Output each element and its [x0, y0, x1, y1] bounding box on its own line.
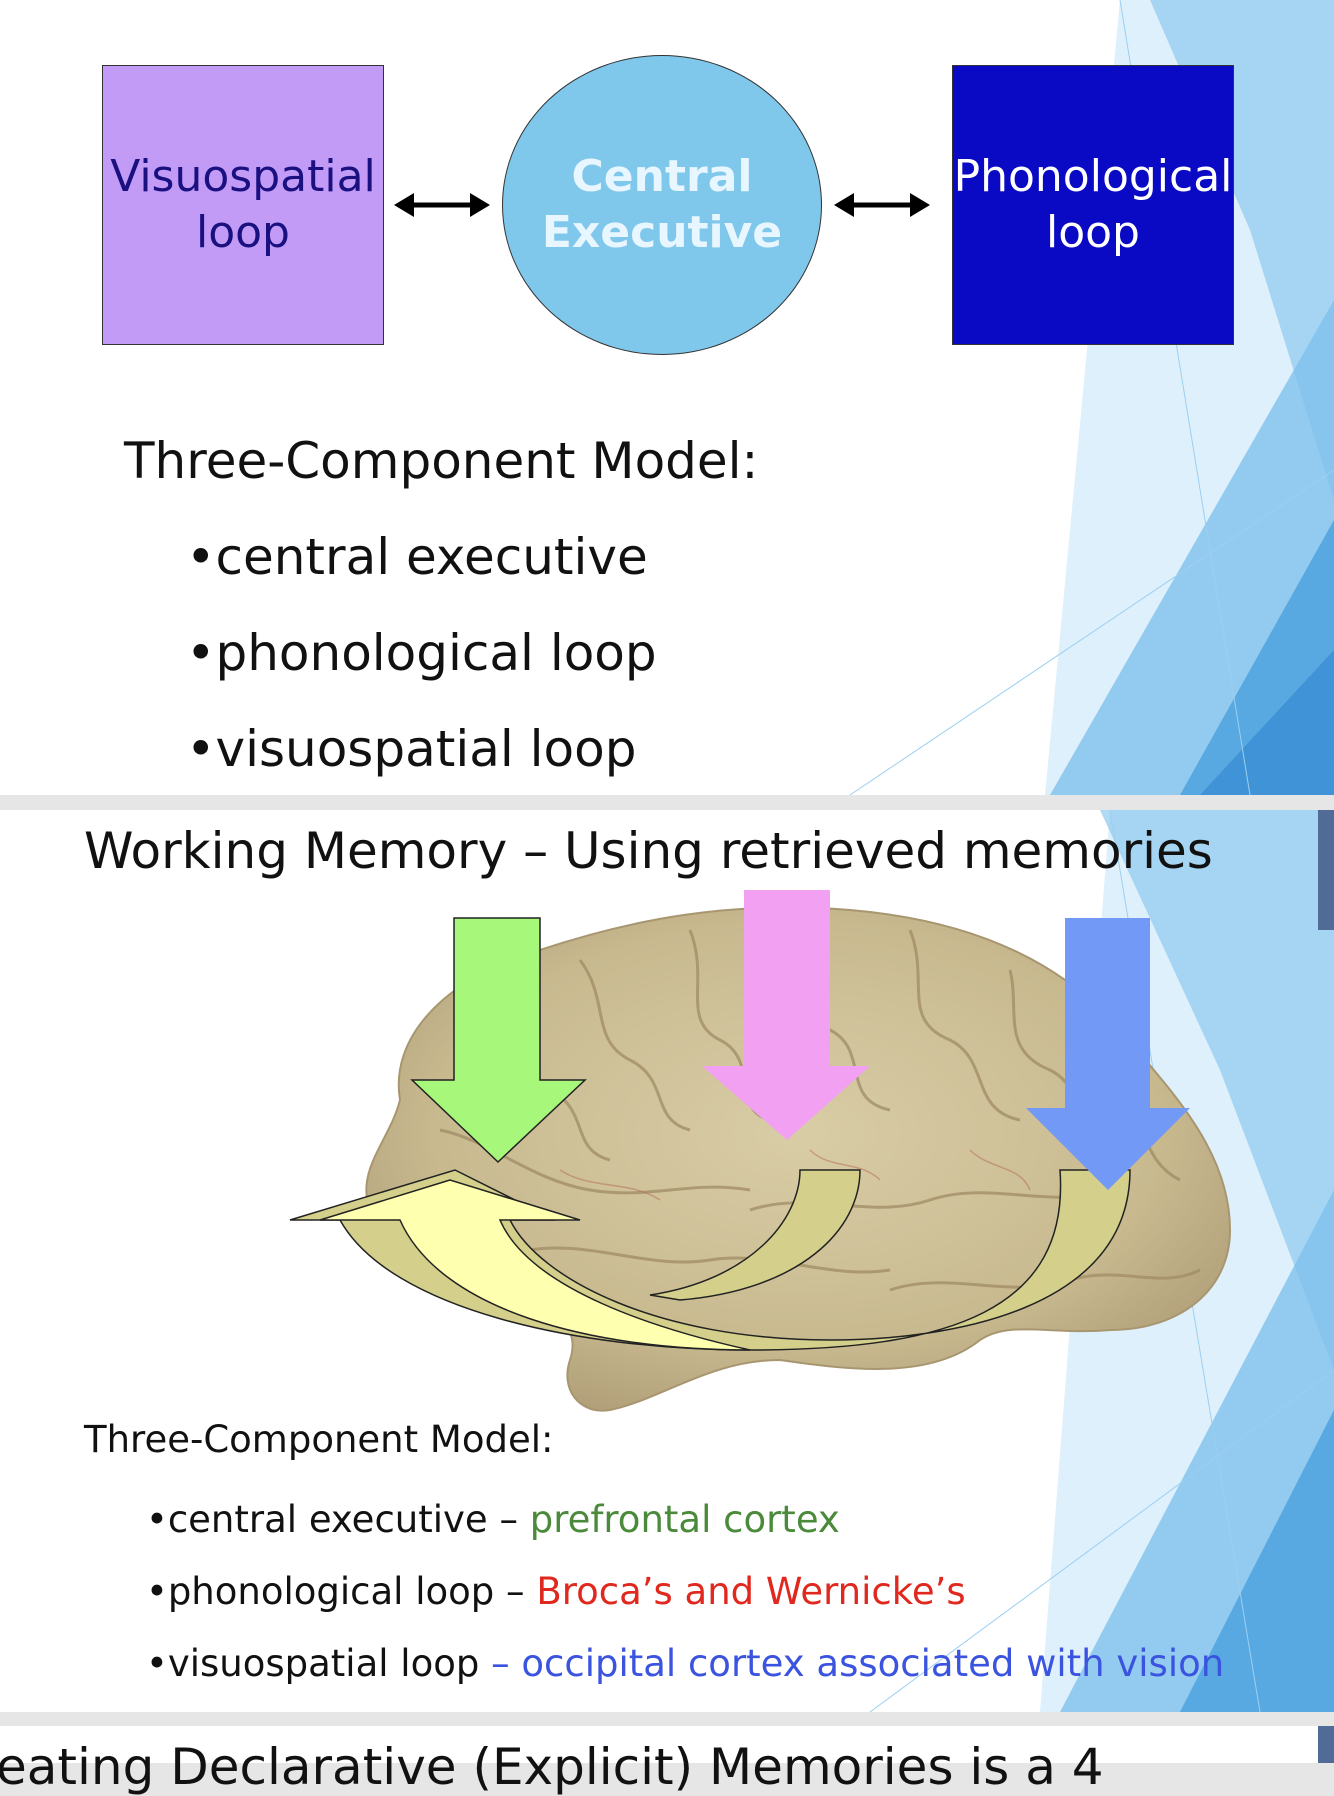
model-heading: Three-Component Model:	[124, 432, 759, 490]
bullet-visuospatial-loop: •visuospatial loop	[186, 720, 637, 778]
double-arrow-icon	[834, 193, 930, 217]
pink-arrow	[702, 890, 870, 1140]
bullet-phonological-loop: •phonological loop	[186, 624, 657, 682]
phonological-loop-box: Phonological loop	[952, 65, 1234, 345]
slide-2: Working Memory – Using retrieved memorie…	[0, 809, 1334, 1713]
slide-title: eating Declarative (Explicit) Memories i…	[0, 1738, 1104, 1796]
brain-diagram	[289, 890, 1232, 1412]
bullet-dash: –	[494, 1570, 537, 1613]
visuospatial-loop-box: Visuospatial loop	[102, 65, 384, 345]
slide-title: Working Memory – Using retrieved memorie…	[84, 822, 1213, 880]
slide-3: eating Declarative (Explicit) Memories i…	[0, 1726, 1334, 1796]
slide-1: Visuospatial loop Central Executive Phon…	[0, 0, 1334, 796]
double-arrow-icon	[394, 193, 490, 217]
bullet-label: •phonological loop	[146, 1570, 495, 1613]
slide-3-decoration	[1318, 1726, 1334, 1763]
phonological-loop-label: Phonological loop	[953, 151, 1233, 258]
bullet-phonological-loop: •phonological loop – Broca’s and Wernick…	[146, 1570, 966, 1613]
bullet-detail: Broca’s and Wernicke’s	[536, 1570, 966, 1613]
central-executive-label: Central Executive	[541, 151, 783, 258]
bullet-visuospatial-loop: •visuospatial loop – occipital cortex as…	[146, 1642, 1224, 1685]
bullet-label: •central executive	[146, 1498, 488, 1541]
bullet-central-executive: •central executive	[186, 528, 648, 586]
curved-arrow-front	[319, 1179, 751, 1351]
bullet-dash: –	[479, 1642, 522, 1685]
model-heading: Three-Component Model:	[84, 1418, 554, 1461]
visuospatial-loop-label: Visuospatial loop	[110, 151, 376, 258]
central-executive-circle: Central Executive	[502, 55, 822, 355]
bullet-detail: occipital cortex associated with vision	[521, 1642, 1225, 1685]
bullet-detail: prefrontal cortex	[529, 1498, 840, 1541]
green-arrow	[410, 917, 587, 1164]
curved-arrow-short	[649, 1169, 861, 1301]
bullet-label: •visuospatial loop	[146, 1642, 480, 1685]
bullet-dash: –	[487, 1498, 530, 1541]
blue-arrow	[1026, 918, 1190, 1190]
bullet-central-executive: •central executive – prefrontal cortex	[146, 1498, 840, 1541]
